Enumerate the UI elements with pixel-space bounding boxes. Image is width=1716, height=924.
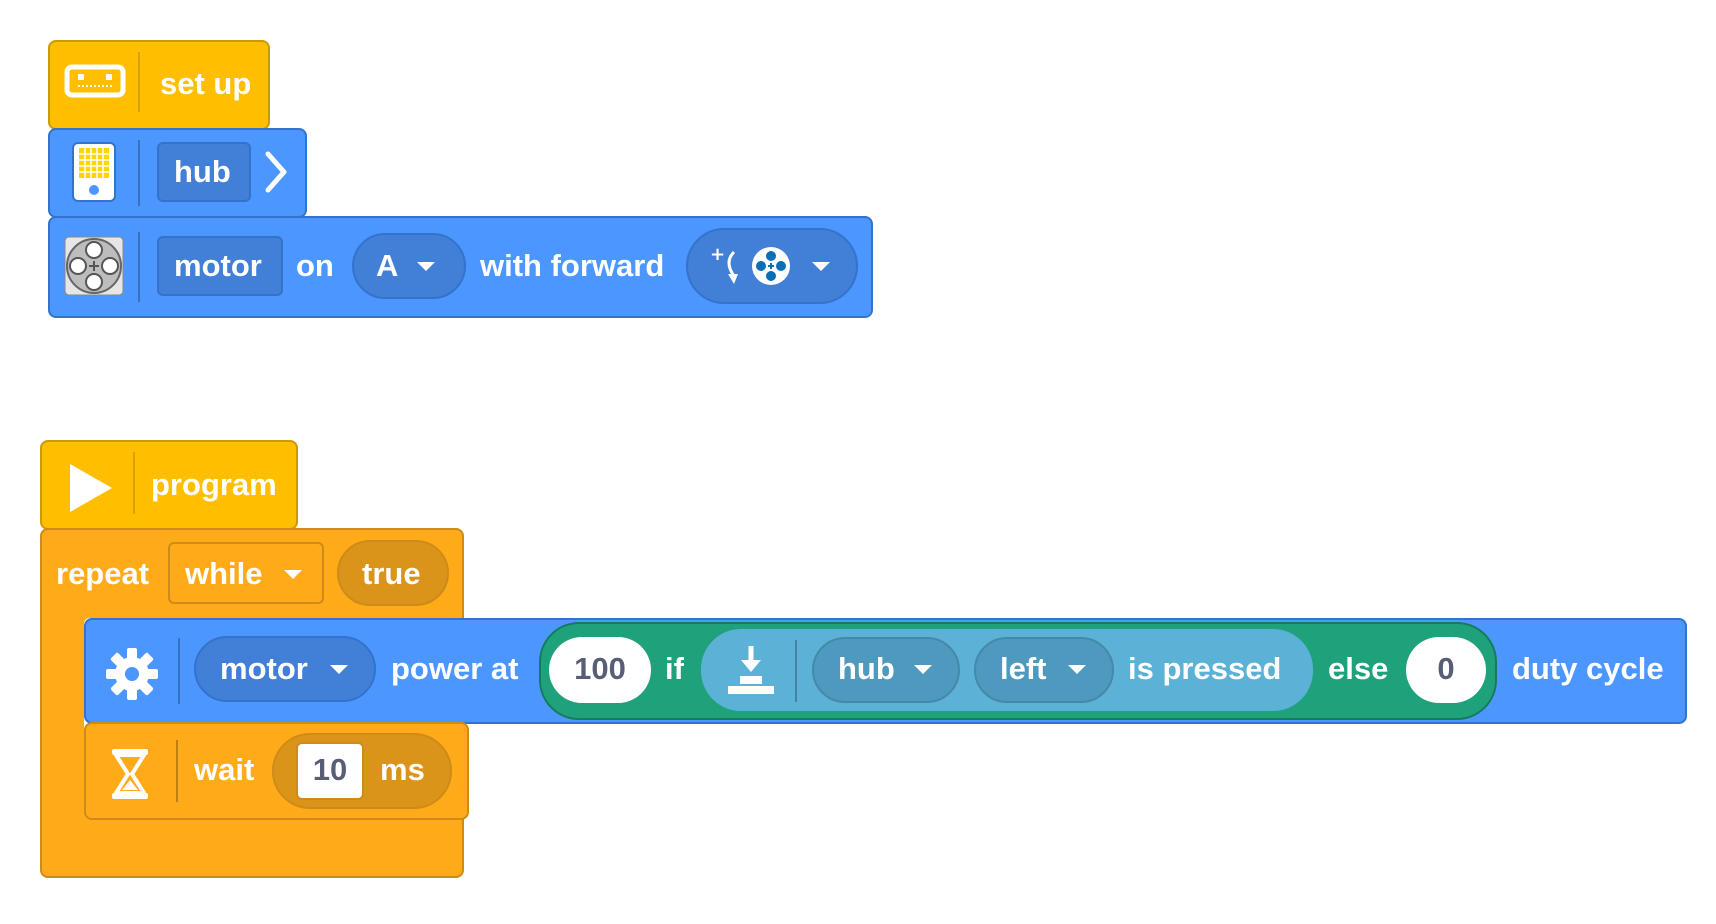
setup-hat-block[interactable] — [48, 40, 270, 130]
power-at-text: power at — [391, 651, 519, 686]
if-value: 100 — [574, 651, 626, 686]
else-value: 0 — [1437, 651, 1455, 686]
if-value-input[interactable] — [549, 637, 651, 703]
setup-hat-label: set up — [160, 66, 252, 101]
motor-power-separator — [178, 638, 180, 704]
port-caret-icon — [417, 262, 435, 271]
direction-text: with forward — [480, 248, 665, 283]
wait-separator — [176, 740, 178, 802]
sensor-separator — [795, 640, 797, 702]
hub-label-field[interactable] — [157, 142, 251, 202]
wait-unit: ms — [380, 752, 425, 787]
button-caret-icon — [1068, 665, 1086, 674]
chevron-right-icon[interactable] — [264, 150, 288, 194]
wait-value: 10 — [312, 752, 348, 787]
hub-block-separator — [138, 140, 140, 206]
button-dropdown[interactable] — [974, 637, 1114, 703]
if-text: if — [665, 651, 684, 686]
sensor-device-value: hub — [838, 651, 895, 686]
sensor-device-caret-icon — [914, 665, 932, 674]
clockwise-rotation-icon: + — [710, 244, 790, 285]
else-text: else — [1328, 651, 1389, 686]
else-value-input[interactable] — [1406, 637, 1486, 703]
wait-label: wait — [194, 752, 255, 787]
hourglass-icon — [112, 749, 148, 799]
program-hat-separator — [133, 452, 135, 514]
port-value: A — [376, 248, 399, 283]
motor-on-text: on — [296, 248, 334, 283]
motor-label-field[interactable] — [157, 236, 283, 296]
sensor-device-dropdown[interactable] — [812, 637, 960, 703]
hub-label: hub — [174, 154, 231, 189]
repeat-condition-value: true — [362, 556, 421, 591]
repeat-condition-field[interactable] — [337, 540, 449, 606]
power-device-caret-icon — [330, 665, 348, 674]
repeat-mode-value: while — [185, 556, 263, 591]
motor-setup-separator — [138, 232, 140, 302]
is-pressed-text: is pressed — [1128, 651, 1282, 686]
power-device-value: motor — [220, 651, 308, 686]
hub-device-icon — [72, 142, 116, 202]
repeat-mode-caret-icon — [284, 570, 302, 579]
motor-device-icon — [64, 236, 124, 296]
gear-icon — [106, 648, 158, 700]
wait-value-input[interactable] — [296, 742, 364, 800]
play-icon — [70, 464, 112, 512]
svg-text:+: + — [710, 244, 725, 265]
setup-hat-separator — [138, 52, 140, 112]
button-press-icon — [728, 646, 774, 694]
button-value: left — [1000, 651, 1047, 686]
motor-label: motor — [174, 248, 262, 283]
program-hat-label: program — [151, 467, 277, 502]
hub-outline-icon — [64, 64, 126, 98]
repeat-label: repeat — [56, 556, 150, 591]
duty-cycle-text: duty cycle — [1512, 651, 1664, 686]
port-dropdown[interactable] — [352, 233, 466, 299]
direction-caret-icon — [812, 262, 830, 271]
